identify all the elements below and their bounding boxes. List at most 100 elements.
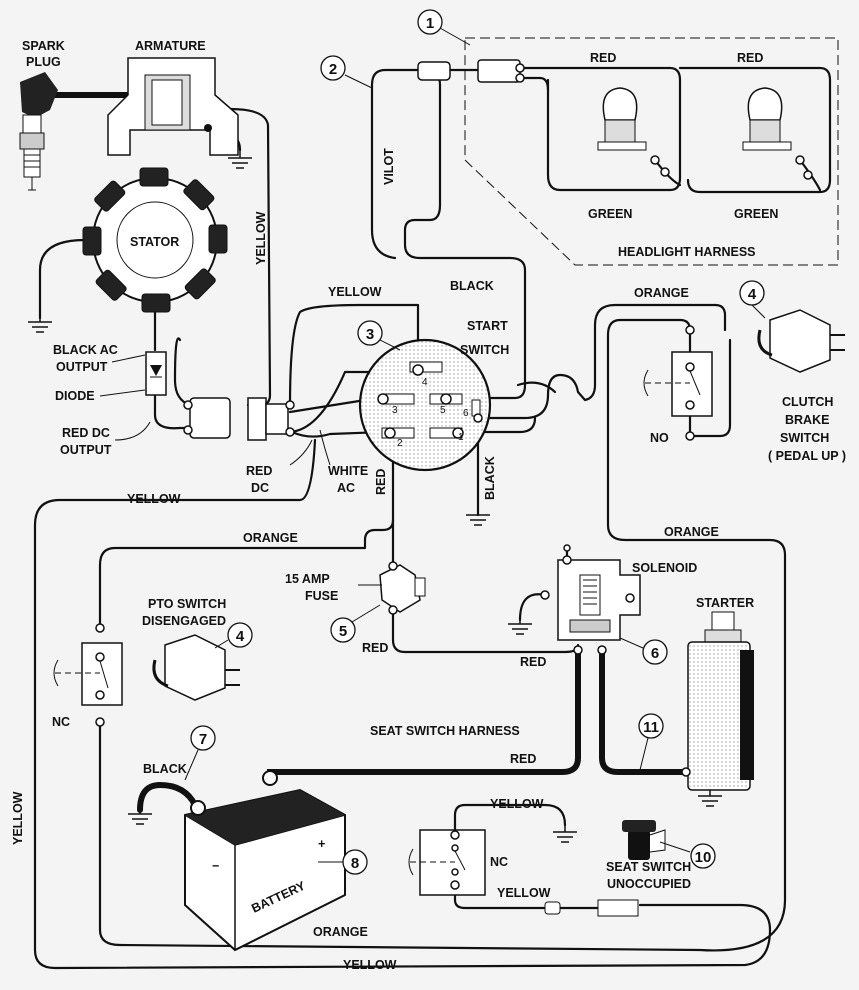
label-clutch-1: CLUTCH — [782, 395, 833, 409]
wire-seat-yellow-2 — [453, 883, 547, 910]
wires — [33, 66, 832, 970]
clutch-brake-switch-schematic[interactable] — [643, 325, 713, 441]
terminal-3: 3 — [392, 405, 398, 416]
wire-red-dc — [153, 393, 192, 430]
label-headlight-red-2: RED — [737, 51, 763, 65]
label-headlight-green-1: GREEN — [588, 207, 632, 221]
fuse — [379, 561, 426, 615]
diode — [145, 351, 167, 396]
battery-minus: − — [212, 859, 219, 873]
start-switch[interactable]: 1 2 3 4 5 6 — [358, 338, 492, 472]
label-pto-2: DISENGAGED — [142, 614, 226, 628]
wire-yellow-top — [288, 303, 420, 407]
label-seat-switch-2: UNOCCUPIED — [607, 877, 691, 891]
label-seat-switch-1: SEAT SWITCH — [606, 860, 691, 874]
label-headlight-harness: HEADLIGHT HARNESS — [618, 245, 756, 259]
seat-switch-schematic[interactable] — [408, 829, 639, 917]
label-no: NO — [650, 431, 669, 445]
wire-clutch-no — [688, 338, 732, 438]
callout-4-clutch: 4 — [748, 286, 757, 303]
label-plug: PLUG — [26, 55, 61, 69]
battery: BATTERY + − — [184, 770, 346, 952]
callout-5: 5 — [339, 623, 347, 640]
terminal-2: 2 — [397, 438, 403, 449]
wire-seat-yellow — [453, 803, 567, 837]
wire-orange-mid — [98, 438, 395, 627]
terminal-5: 5 — [440, 405, 446, 416]
wire-switch-1 — [456, 416, 537, 434]
label-solenoid: SOLENOID — [632, 561, 697, 575]
label-pto-1: PTO SWITCH — [148, 597, 226, 611]
cable-solenoid-starter — [599, 647, 686, 775]
label-yellow-top: YELLOW — [328, 285, 382, 299]
callout-10: 10 — [695, 849, 712, 866]
wire-headlight-red — [518, 76, 550, 92]
label-black-ground: BLACK — [483, 456, 497, 500]
wire-headlight-loop-2 — [678, 66, 832, 194]
label-red-switch: RED — [374, 469, 388, 495]
clutch-switch-part — [757, 309, 845, 373]
stator — [82, 167, 228, 313]
cable-battery-solenoid — [267, 647, 581, 783]
label-white-ac-2: AC — [337, 481, 355, 495]
label-seat-switch-harness: SEAT SWITCH HARNESS — [370, 724, 520, 738]
callout-8: 8 — [351, 855, 359, 872]
starter-motor — [681, 611, 754, 791]
label-black-top: BLACK — [450, 279, 494, 293]
label-clutch-4: ( PEDAL UP ) — [768, 449, 846, 463]
label-vilot: VILOT — [382, 148, 396, 185]
stator-connector — [183, 397, 295, 441]
ground-symbols — [28, 150, 722, 843]
callout-7: 7 — [199, 731, 207, 748]
battery-plus: + — [318, 837, 325, 851]
label-red-dc-1: RED — [246, 464, 272, 478]
terminal-4: 4 — [422, 377, 428, 388]
label-headlight-red-1: RED — [590, 51, 616, 65]
label-white-ac-1: WHITE — [328, 464, 368, 478]
label-red-fuse: RED — [362, 641, 388, 655]
callout-11: 11 — [643, 719, 659, 736]
callout-1: 1 — [426, 15, 434, 32]
callout-4-pto: 4 — [236, 628, 245, 645]
cable-battery-ground — [137, 781, 198, 813]
label-black-ac-1: BLACK AC — [53, 343, 118, 357]
callout-3: 3 — [366, 326, 374, 343]
label-black-battery: BLACK — [143, 762, 187, 776]
label-yellow-bottom: YELLOW — [343, 958, 397, 972]
label-nc-left: NC — [52, 715, 70, 729]
wire-stator-ground — [38, 238, 87, 320]
wire-white-ac — [288, 370, 420, 434]
headlight-bulb-2 — [742, 87, 813, 180]
armature — [107, 57, 239, 156]
wire-orange-clutch — [476, 303, 727, 420]
label-armature: ARMATURE — [135, 39, 206, 53]
wire-yellow-left — [33, 438, 772, 970]
label-fuse-1: 15 AMP — [285, 572, 330, 586]
label-diode: DIODE — [55, 389, 95, 403]
spark-plug — [19, 72, 58, 191]
label-yellow-armature: YELLOW — [254, 211, 268, 265]
wire-black-vilot — [370, 68, 527, 400]
seat-switch-part — [622, 820, 666, 860]
headlight-bulb-1 — [597, 87, 670, 177]
label-red-battery: RED — [510, 752, 536, 766]
pto-switch-schematic[interactable] — [53, 623, 123, 727]
wire-orange-right — [98, 318, 787, 952]
wire-headlight-loop-1 — [518, 66, 682, 192]
label-switch: SWITCH — [460, 343, 509, 357]
label-yellow-seat-2: YELLOW — [497, 886, 551, 900]
labels: SPARK PLUG ARMATURE STATOR YELLOW BLACK … — [11, 39, 846, 972]
label-clutch-2: BRAKE — [785, 413, 829, 427]
label-orange-right: ORANGE — [664, 525, 719, 539]
label-orange-top: ORANGE — [634, 286, 689, 300]
leader-arrows — [99, 354, 382, 586]
callouts: 1 2 3 4 4 5 6 7 8 10 11 — [184, 9, 766, 875]
wire-red-dc-2 — [290, 430, 386, 438]
label-yellow-left: YELLOW — [127, 492, 181, 506]
label-orange-mid: ORANGE — [243, 531, 298, 545]
label-nc-seat: NC — [490, 855, 508, 869]
terminal-1: 1 — [458, 432, 464, 443]
wire-switch-5 — [516, 381, 557, 394]
